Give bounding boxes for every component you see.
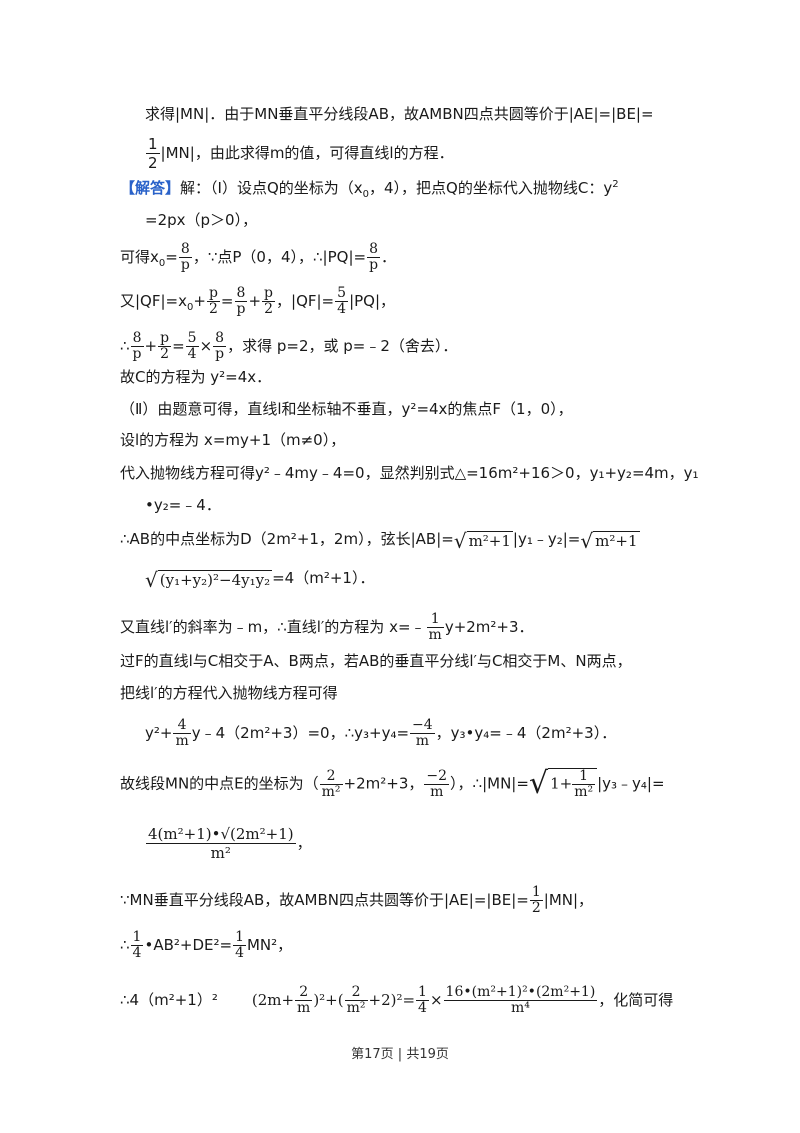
text: ，∵点P（0，4），∴|PQ|= (192, 248, 367, 266)
text: ，求得 p=2，或 p=﹣2（舍去）． (227, 337, 458, 355)
text: = (165, 248, 178, 266)
text: ，4），把点Q的坐标代入抛物线C：y (369, 179, 613, 197)
text-line: √(y₁+y₂)²−4y₁y₂=4（m²+1）． (145, 567, 374, 590)
text: y+2m²+3． (444, 618, 534, 636)
text: 求得|MN|．由于MN垂直平分线段AB，故AMBN四点共圆等价于|AE|=|BE… (145, 105, 654, 123)
page-number: 第17页 (351, 1047, 394, 1062)
text-line: 【解答】解：（Ⅰ）设点Q的坐标为（x0，4），把点Q的坐标代入抛物线C：y2 (120, 177, 619, 200)
answer-tag: 【解答】 (120, 179, 181, 197)
text: |MN|，由此求得m的值，可得直线l的方程． (160, 144, 454, 162)
subscript: 0 (158, 258, 166, 269)
text: y﹣4（2m²+3）=0，∴y₃+y₄= (191, 724, 410, 742)
text-line: 求得|MN|．由于MN垂直平分线段AB，故AMBN四点共圆等价于|AE|=|BE… (145, 103, 654, 125)
text: •y₂=﹣4． (145, 496, 221, 514)
text: MN²， (246, 936, 293, 954)
text: =4（m²+1）． (272, 569, 375, 587)
text: ∴ (120, 936, 130, 954)
text-line: ∴AB的中点坐标为D（2m²+1，2m），弦长|AB|=√m²+1|y₁﹣y₂|… (120, 528, 640, 551)
text-line: 设l的方程为 x=my+1（m≠0）， (120, 429, 345, 451)
sqrt: √m²+1 (453, 528, 513, 553)
text-line: 4(m²+1)•√(2m²+1)m²， (146, 825, 312, 862)
text: 可得x (120, 248, 159, 266)
text-line: =2px（p＞0）， (145, 209, 257, 231)
fraction: 16•(m²+1)²•(2m²+1)m⁴ (443, 984, 598, 1016)
text: ），∴|MN|= (450, 774, 529, 793)
text-line: 代入抛物线方程可得y²﹣4my﹣4=0，显然判别式△=16m²+16＞0，y₁+… (120, 462, 699, 484)
text: 代入抛物线方程可得y²﹣4my﹣4=0，显然判别式△=16m²+16＞0，y₁+… (120, 464, 699, 482)
text: |y₁﹣y₂|= (512, 530, 581, 548)
page-footer: 第17页 | 共19页 (0, 1043, 800, 1062)
text: 故线段MN的中点E的坐标为（ (120, 774, 319, 793)
sqrt: √(y₁+y₂)²−4y₁y₂ (145, 567, 273, 592)
separator: | (397, 1047, 403, 1062)
text: 过F的直线l与C相交于A、B两点，若AB的垂直平分线l′与C相交于M、N两点， (120, 652, 632, 670)
text: 故C的方程为 y²=4x． (120, 368, 272, 386)
text: 把线l′的方程代入抛物线方程可得 (120, 684, 338, 702)
text: 设l的方程为 x=my+1（m≠0）， (120, 431, 346, 449)
page-total: 共19页 (406, 1047, 449, 1062)
text: ，化简可得 (598, 991, 674, 1009)
text: 又直线l′的斜率为﹣m，∴直线l′的方程为 x=﹣ (120, 618, 426, 636)
text: ∵MN垂直平分线段AB，故AMBN四点共圆等价于|AE|=|BE|= (120, 891, 529, 909)
text: =2px（p＞0）， (145, 211, 258, 229)
text-line: 故C的方程为 y²=4x． (120, 366, 271, 388)
text: （Ⅱ）由题意可得，直线l和坐标轴不垂直，y²=4x的焦点F（1，0）， (120, 400, 573, 418)
text: y²+ (145, 724, 173, 742)
text: ∴4（m²+1）² (120, 991, 218, 1009)
text-line: 把线l′的方程代入抛物线方程可得 (120, 682, 338, 704)
text: 解：（Ⅰ）设点Q的坐标为（x (180, 179, 363, 197)
text-line: 过F的直线l与C相交于A、B两点，若AB的垂直平分线l′与C相交于M、N两点， (120, 650, 632, 672)
text-line: •y₂=﹣4． (145, 494, 221, 516)
text: |PQ|， (349, 292, 396, 310)
text: |MN|， (543, 891, 594, 909)
text: +2m²+3， (343, 774, 424, 793)
text: 又|QF|=x (120, 292, 187, 310)
subscript: 0 (362, 189, 369, 200)
text: •AB²+DE²= (144, 936, 233, 954)
text: ∴AB的中点坐标为D（2m²+1，2m），弦长|AB|= (120, 530, 454, 548)
sqrt: √m²+1 (580, 528, 640, 553)
text: ，|QF|= (276, 292, 335, 310)
text-line: （Ⅱ）由题意可得，直线l和坐标轴不垂直，y²=4x的焦点F（1，0）， (120, 398, 573, 420)
superscript: 2 (612, 179, 619, 190)
text: ，y₃•y₄=﹣4（2m²+3）． (435, 724, 617, 742)
subscript: 0 (187, 302, 194, 313)
fraction: 4(m²+1)•√(2m²+1)m² (146, 825, 296, 862)
text: |y₃﹣y₄|= (597, 774, 665, 793)
